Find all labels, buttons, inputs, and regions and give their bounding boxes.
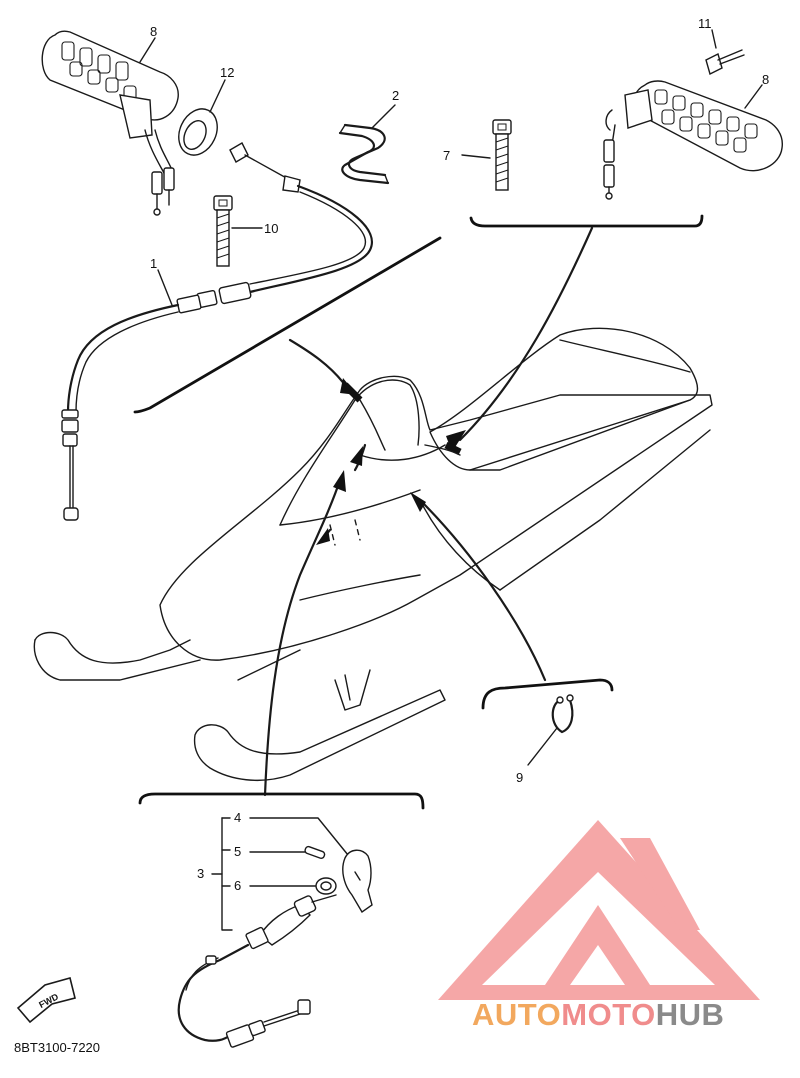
callout-11: 12 (220, 65, 234, 80)
grip-ring (178, 108, 218, 156)
callout-1: 1 (150, 256, 157, 271)
logo-part-auto: AUTO (472, 997, 562, 1032)
callout-4: 4 (234, 810, 241, 825)
band-9 (213, 195, 233, 267)
diagram-code: 8BT3100-7220 (14, 1040, 101, 1055)
callout-9: 10 (264, 221, 278, 236)
callout-2: 2 (392, 88, 399, 103)
logo-part-moto: MOTO (561, 997, 656, 1032)
logo-part-hub: HUB (655, 997, 725, 1032)
grip-left (41, 30, 179, 216)
callout-3: 3 (197, 866, 204, 881)
callout-7: 7 (443, 148, 450, 163)
fwd-arrow-icon: FWD (16, 977, 76, 1024)
throttle-cable (61, 142, 373, 521)
band-7 (492, 119, 512, 191)
callout-6: 6 (234, 878, 241, 893)
clip-12 (551, 694, 574, 734)
leader-lines (263, 226, 594, 797)
callout-leaders (139, 29, 763, 766)
grip-right (603, 80, 783, 200)
group-brackets (133, 214, 704, 810)
snowmobile-outline (33, 327, 713, 782)
callout-5: 5 (234, 844, 241, 859)
watermark-logo-text: AUTOMOTOHUB (472, 997, 724, 1033)
callout-12: 9 (516, 770, 523, 785)
clip-2 (338, 123, 390, 185)
choke-assembly (177, 817, 373, 1048)
callout-numbers: 8 12 2 11 8 7 10 1 9 4 5 3 6 (150, 16, 769, 893)
callout-8-left: 8 (150, 24, 157, 39)
logo-triangle (438, 820, 760, 1000)
callout-8-right: 8 (762, 72, 769, 87)
screw-10 (705, 49, 745, 76)
callout-10: 11 (698, 16, 712, 31)
